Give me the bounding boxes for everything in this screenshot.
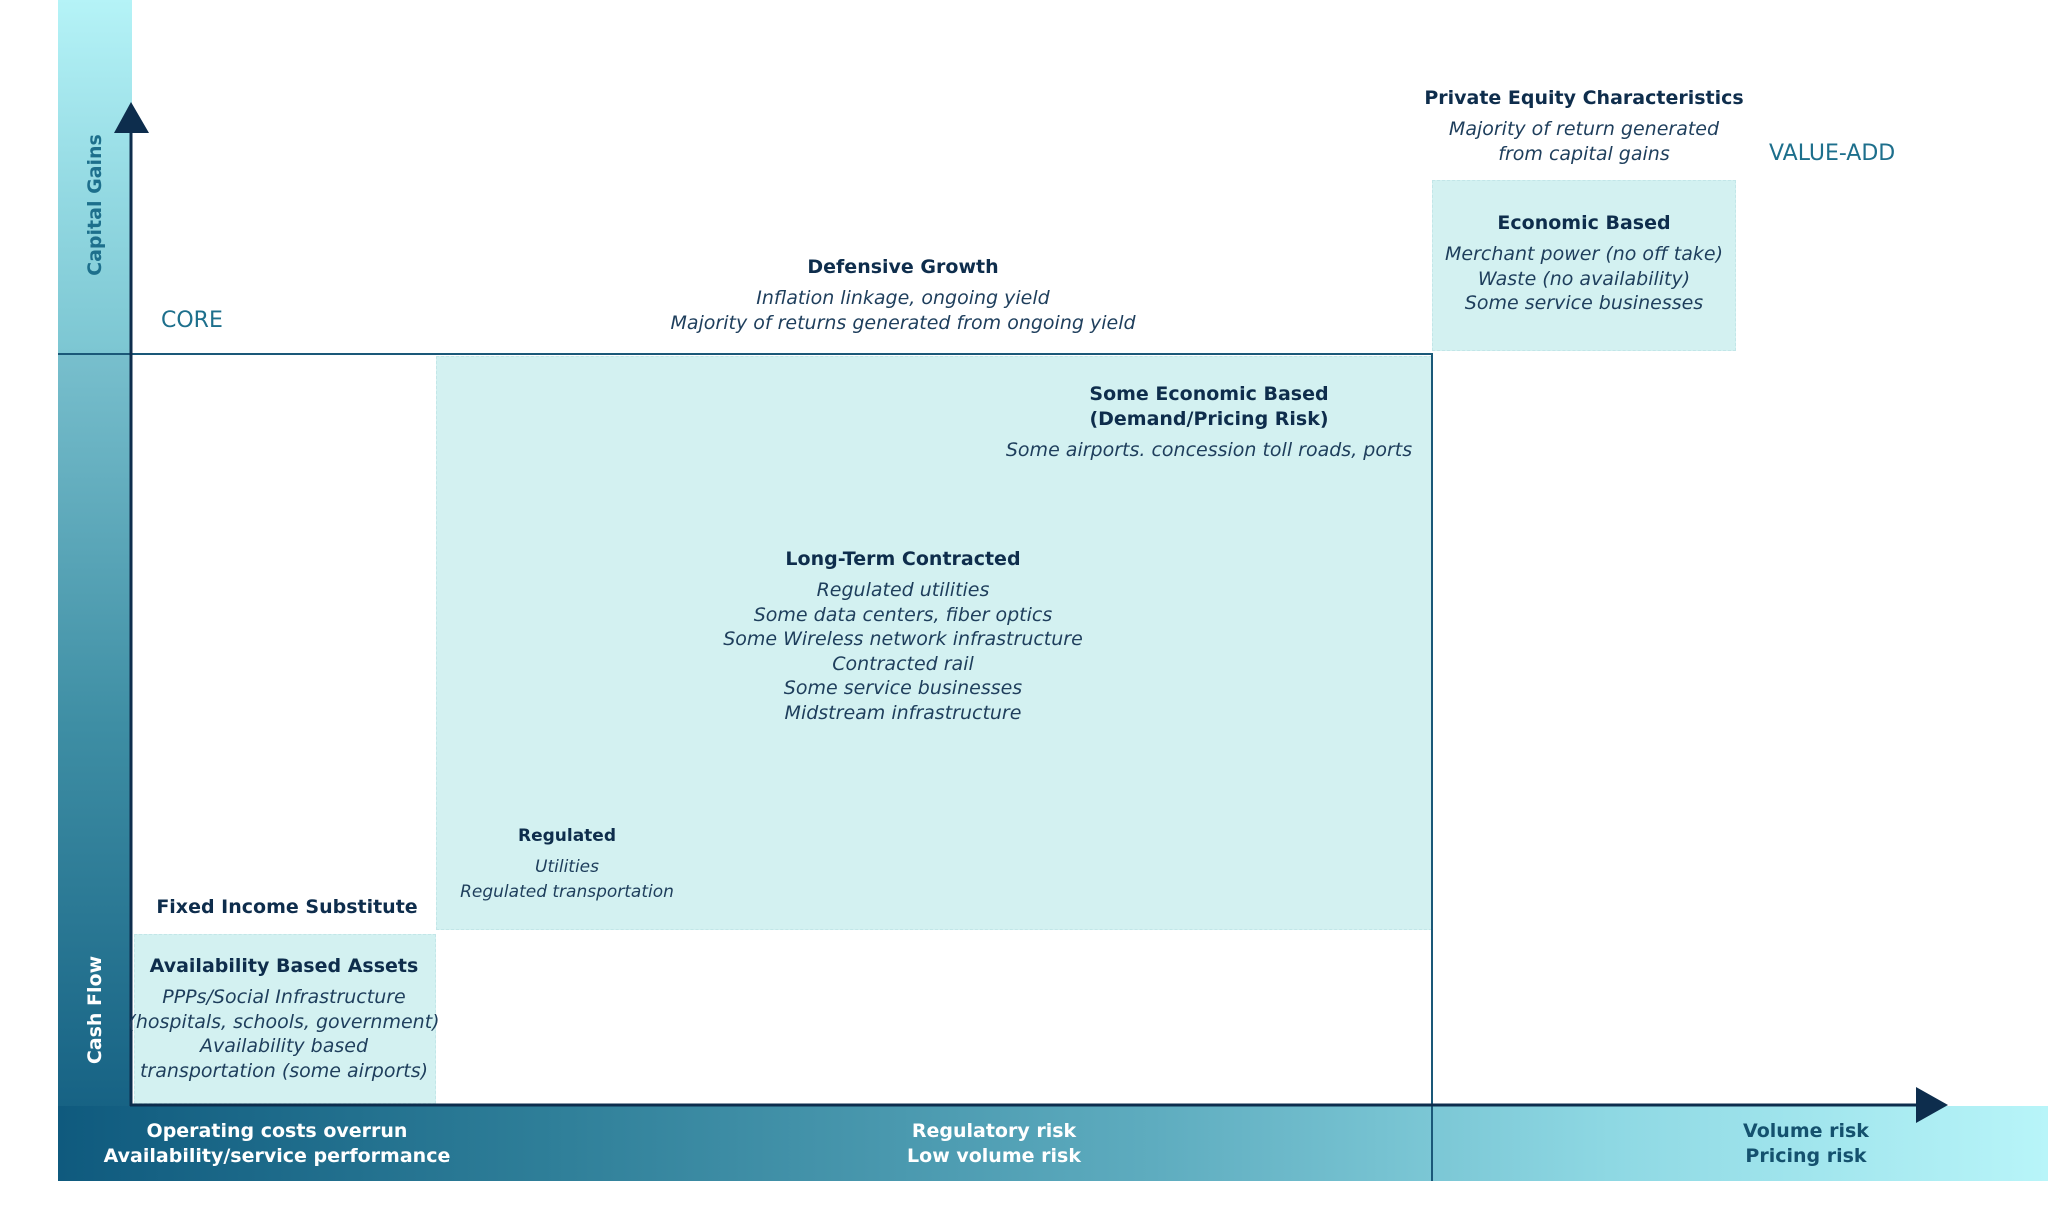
long-term-contracted-title: Long-Term Contracted	[785, 548, 1021, 570]
some-economic-based-line: Some airports. concession toll roads, po…	[1005, 439, 1413, 461]
economic-based-line: Merchant power (no off take)	[1444, 243, 1724, 265]
some-economic-based-subtitle: (Demand/Pricing Risk)	[1089, 408, 1329, 430]
capital-gains-bar	[58, 0, 132, 354]
long-term-contracted-line: Regulated utilities	[816, 579, 990, 601]
availability-based-box	[134, 934, 436, 1104]
long-term-contracted-line: Some data centers, fiber optics	[753, 603, 1053, 626]
availability-based-line: transportation (some airports)	[139, 1059, 429, 1082]
cash-flow-bar	[58, 354, 132, 1181]
value-add-label: VALUE-ADD	[1769, 141, 1896, 166]
core-divider-line	[58, 353, 1433, 355]
risk-label: Low volume risk	[907, 1145, 1081, 1167]
long-term-contracted-box	[436, 356, 1432, 930]
risk-segment-middle: Regulatory risk Low volume risk	[907, 1119, 1081, 1169]
some-economic-based-block: Some Economic Based (Demand/Pricing Risk…	[1006, 382, 1412, 463]
long-term-contracted-line: Some Wireless network infrastructure	[723, 628, 1083, 650]
economic-based-line: Some service businesses	[1464, 292, 1704, 314]
defensive-growth-block: Defensive Growth Inflation linkage, ongo…	[670, 255, 1135, 335]
economic-based-title: Economic Based	[1497, 212, 1671, 234]
private-equity-title: Private Equity Characteristics	[1424, 87, 1744, 109]
regulated-line: Utilities	[535, 857, 599, 877]
long-term-contracted-line: Contracted rail	[832, 652, 974, 675]
risk-label: Availability/service performance	[103, 1145, 451, 1167]
long-term-contracted-line: Midstream infrastructure	[784, 701, 1022, 724]
defensive-growth-title: Defensive Growth	[807, 256, 999, 278]
x-axis-arrow-icon	[1916, 1087, 1948, 1123]
economic-based-line: Waste (no availability)	[1477, 267, 1691, 290]
risk-segment-value-add: Volume risk Pricing risk	[1743, 1119, 1869, 1169]
private-equity-block: Private Equity Characteristics Majority …	[1424, 86, 1743, 166]
fixed-income-block: Fixed Income Substitute	[156, 895, 417, 920]
core-label: CORE	[161, 308, 223, 333]
risk-axis-bar	[58, 1106, 2048, 1181]
private-equity-line: Majority of return generated	[1448, 118, 1720, 140]
regulated-block: Regulated Utilities Regulated transporta…	[460, 824, 674, 904]
risk-label: Pricing risk	[1745, 1145, 1867, 1167]
risk-label: Regulatory risk	[911, 1120, 1077, 1142]
regulated-line: Regulated transportation	[460, 881, 674, 902]
availability-based-title: Availability Based Assets	[149, 955, 419, 977]
some-economic-based-title: Some Economic Based	[1089, 383, 1329, 405]
defensive-growth-line: Inflation linkage, ongoing yield	[756, 287, 1050, 309]
fixed-income-title: Fixed Income Substitute	[156, 896, 418, 918]
risk-segment-core: Operating costs overrun Availability/ser…	[104, 1119, 451, 1169]
risk-label: Volume risk	[1743, 1120, 1869, 1142]
regulated-title: Regulated	[517, 826, 617, 846]
long-term-contracted-block: Long-Term Contracted Regulated utilities…	[723, 547, 1083, 725]
risk-label: Operating costs overrun	[146, 1120, 408, 1142]
private-equity-line: from capital gains	[1498, 142, 1670, 165]
value-add-divider-line	[1431, 353, 1433, 1181]
availability-based-line: Availability based	[199, 1035, 369, 1057]
y-axis-arrow-icon	[114, 102, 149, 133]
availability-based-line: PPPs/Social Infrastructure	[162, 986, 406, 1008]
defensive-growth-line: Majority of returns generated from ongoi…	[670, 311, 1136, 334]
economic-based-block: Economic Based Merchant power (no off ta…	[1445, 211, 1723, 316]
availability-based-line: (hospitals, schools, government)	[128, 1010, 440, 1033]
availability-based-block: Availability Based Assets PPPs/Social In…	[128, 954, 439, 1083]
economic-based-box	[1432, 180, 1736, 351]
long-term-contracted-line: Some service businesses	[783, 677, 1023, 699]
